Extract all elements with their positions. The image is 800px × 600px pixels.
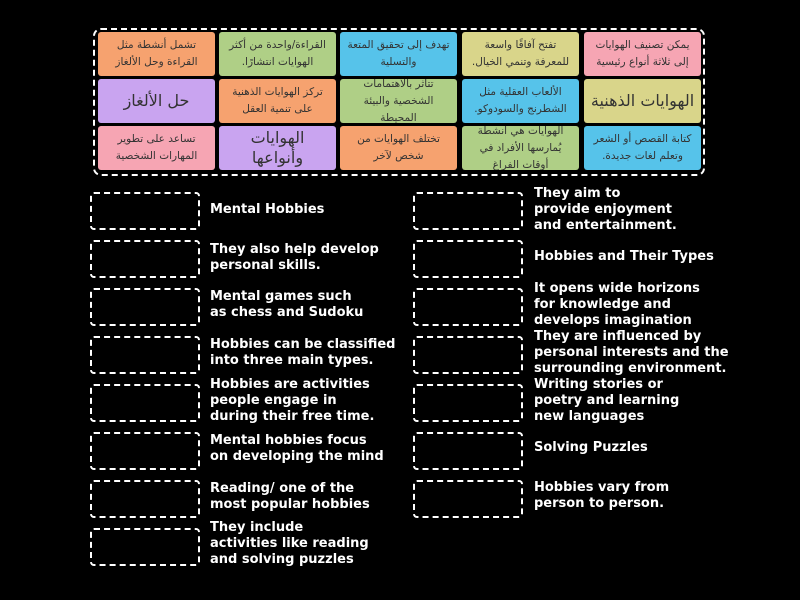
match-label: They also help develop personal skills. [210, 242, 379, 273]
match-label: Writing stories or poetry and learning n… [534, 377, 680, 424]
match-label: Hobbies are activities people engage in … [210, 377, 375, 424]
answer-tile[interactable]: تشمل أنشطة مثل القراءة وحل الألغاز [98, 32, 215, 76]
answer-tile[interactable]: تركز الهوايات الذهنية على تنمية العقل [219, 79, 336, 123]
answer-tile[interactable]: يمكن تصنيف الهوايات إلى ثلاثة أنواع رئيس… [584, 32, 701, 76]
answer-tile[interactable]: تهدف إلى تحقيق المتعة والتسلية [340, 32, 457, 76]
drop-slot[interactable] [90, 528, 200, 566]
answer-tile[interactable]: القراءة/واحدة من أكثر الهوايات انتشارًا. [219, 32, 336, 76]
drop-slot[interactable] [90, 288, 200, 326]
drop-slot[interactable] [413, 432, 523, 470]
drop-slot[interactable] [90, 480, 200, 518]
drop-slot[interactable] [413, 384, 523, 422]
drop-slot[interactable] [413, 480, 523, 518]
answer-tile[interactable]: الهوايات الذهنية [584, 79, 701, 123]
answer-tile[interactable]: الألعاب العقلية مثل الشطرنج والسودوكو. [462, 79, 579, 123]
match-label: Hobbies can be classified into three mai… [210, 337, 396, 368]
answer-tile[interactable]: الهوايات وأنواعها [219, 126, 336, 170]
answer-tile[interactable]: الهوايات هي أنشطة يُمارسها الأفراد في أو… [462, 126, 579, 170]
drop-slot[interactable] [90, 192, 200, 230]
match-label: It opens wide horizons for knowledge and… [534, 281, 700, 328]
match-label: Mental games such as chess and Sudoku [210, 289, 364, 320]
drop-slot[interactable] [90, 240, 200, 278]
drop-slot[interactable] [90, 432, 200, 470]
match-label: Reading/ one of the most popular hobbies [210, 481, 370, 512]
answer-tile[interactable]: تختلف الهوايات من شخص لآخر [340, 126, 457, 170]
match-label: Hobbies and Their Types [534, 249, 714, 264]
drop-slot[interactable] [413, 192, 523, 230]
answer-tile[interactable]: تفتح آفاقًا واسعة للمعرفة وتنمي الخيال. [462, 32, 579, 76]
match-label: Solving Puzzles [534, 440, 648, 455]
drop-slot[interactable] [413, 288, 523, 326]
match-label: They include activities like reading and… [210, 520, 369, 567]
answer-tile[interactable]: تساعد على تطوير المهارات الشخصية [98, 126, 215, 170]
match-label: They aim to provide enjoyment and entert… [534, 186, 677, 233]
match-label: Hobbies vary from person to person. [534, 480, 670, 511]
answer-tile[interactable]: تتأثر بالاهتمامات الشخصية والبيئة المحيط… [340, 79, 457, 123]
drop-slot[interactable] [413, 240, 523, 278]
match-label: They are influenced by personal interest… [534, 329, 729, 376]
drop-slot[interactable] [90, 336, 200, 374]
answer-tile[interactable]: كتابة القصص أو الشعر وتعلم لغات جديدة. [584, 126, 701, 170]
drop-slot[interactable] [90, 384, 200, 422]
tile-tray [93, 28, 705, 176]
match-label: Mental Hobbies [210, 202, 325, 217]
answer-tile[interactable]: حل الألغاز [98, 79, 215, 123]
drop-slot[interactable] [413, 336, 523, 374]
match-label: Mental hobbies focus on developing the m… [210, 433, 384, 464]
